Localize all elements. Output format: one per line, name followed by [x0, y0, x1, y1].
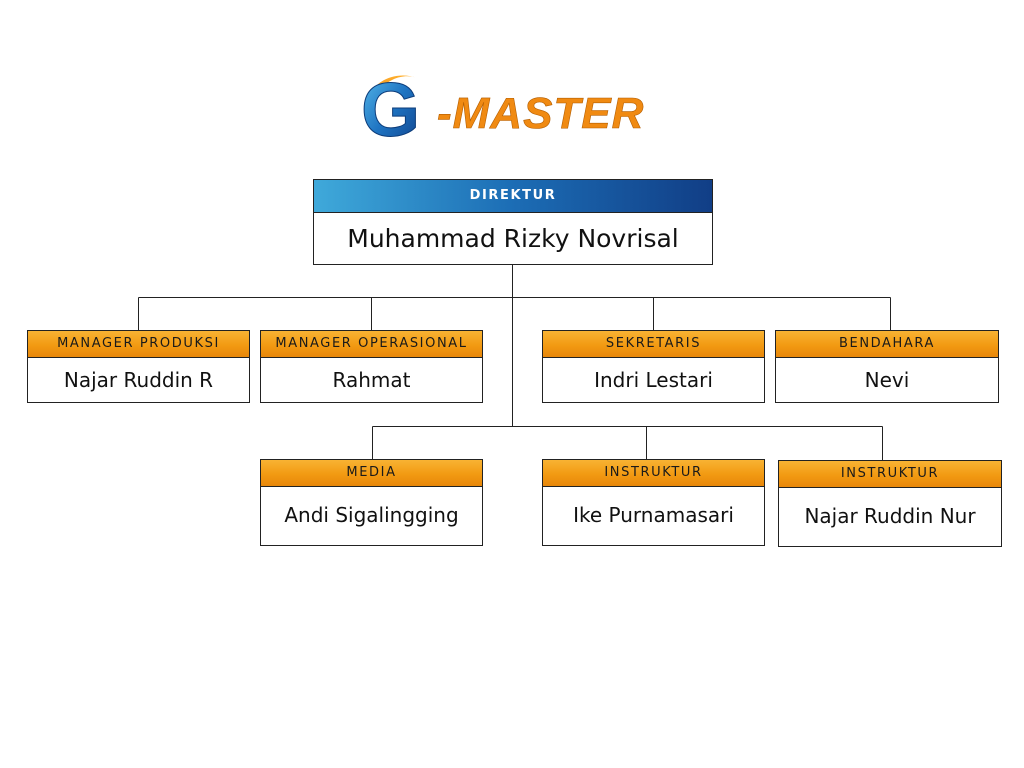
position-title: MEDIA: [261, 460, 482, 487]
position-name: Ike Purnamasari: [573, 503, 734, 527]
position-box-media: MEDIA Andi Sigalingging: [260, 459, 483, 546]
position-box-bendahara: BENDAHARA Nevi: [775, 330, 999, 403]
position-name: Najar Ruddin R: [63, 368, 214, 392]
position-title: BENDAHARA: [776, 331, 998, 358]
position-title: INSTRUKTUR: [779, 461, 1001, 488]
position-name: Najar Ruddin Nur: [804, 504, 976, 528]
director-box: DIREKTUR Muhammad Rizky Novrisal: [313, 179, 713, 265]
position-box-instruktur-2: INSTRUKTUR Najar Ruddin Nur: [778, 460, 1002, 547]
director-name: Muhammad Rizky Novrisal: [347, 224, 679, 253]
logo-text: -MASTER: [437, 89, 644, 138]
position-name: Rahmat: [332, 368, 411, 392]
logo-swoosh: [367, 75, 417, 108]
position-title: SEKRETARIS: [543, 331, 764, 358]
logo-letter: G: [361, 68, 420, 148]
position-title: INSTRUKTUR: [543, 460, 764, 487]
position-box-instruktur-1: INSTRUKTUR Ike Purnamasari: [542, 459, 765, 546]
g-master-logo: G -MASTER: [355, 68, 675, 148]
position-box-manager-produksi: MANAGER PRODUKSI Najar Ruddin R: [27, 330, 250, 403]
position-title: MANAGER OPERASIONAL: [261, 331, 482, 358]
position-title: MANAGER PRODUKSI: [28, 331, 249, 358]
position-box-sekretaris: SEKRETARIS Indri Lestari: [542, 330, 765, 403]
position-name: Andi Sigalingging: [284, 503, 459, 527]
position-name: Nevi: [864, 368, 910, 392]
director-title: DIREKTUR: [314, 180, 712, 213]
position-name: Indri Lestari: [594, 368, 713, 392]
position-box-manager-operasional: MANAGER OPERASIONAL Rahmat: [260, 330, 483, 403]
